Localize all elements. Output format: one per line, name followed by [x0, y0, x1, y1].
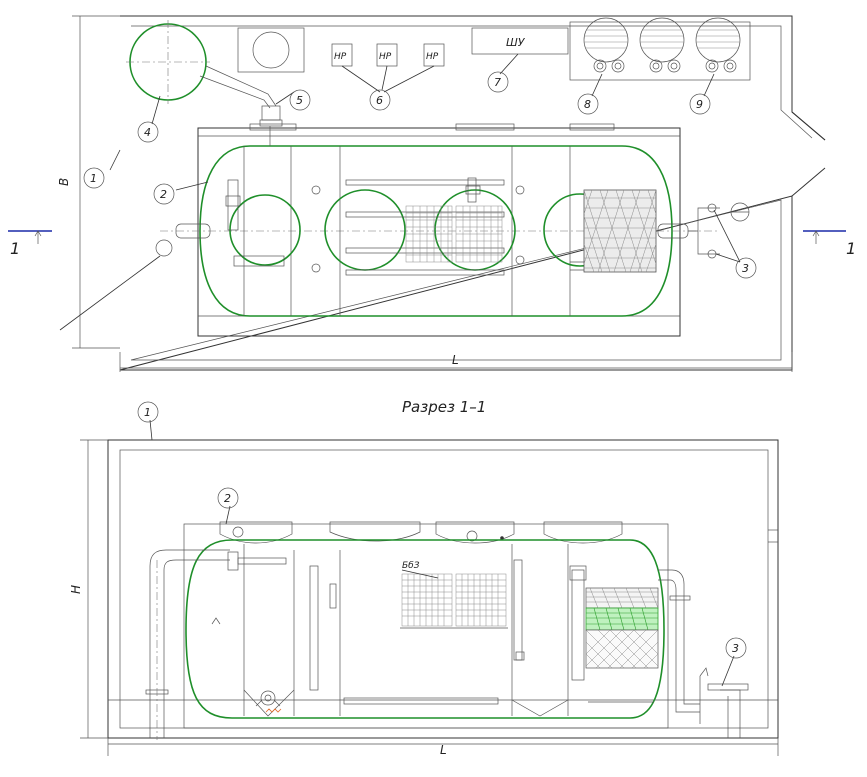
plan-partitions — [243, 146, 571, 316]
section-callouts: 1 2 3 — [137, 401, 747, 687]
svg-text:1: 1 — [144, 406, 151, 419]
plan-module-grid-2 — [455, 205, 503, 263]
plan-callout-1: 1 — [83, 149, 121, 189]
svg-text:7: 7 — [494, 76, 501, 89]
pump-3-label: НР — [426, 52, 439, 62]
plan-blower-unit — [237, 27, 305, 73]
section-marker-right: 1 — [803, 230, 856, 258]
svg-text:4: 4 — [144, 126, 151, 139]
section-marker-left: 1 — [8, 230, 52, 258]
section-dim-height: H — [69, 585, 83, 594]
plan-callout-7: 7 — [487, 53, 519, 93]
svg-text:3: 3 — [732, 642, 739, 655]
plan-manholes — [229, 189, 617, 271]
svg-text:8: 8 — [584, 98, 591, 111]
svg-text:2: 2 — [224, 492, 231, 505]
plan-callout-8: 8 — [577, 73, 603, 115]
section-callout-3: 3 — [721, 637, 747, 687]
section-outlet-pipe — [658, 569, 749, 738]
plan-module-grid-1 — [405, 205, 453, 263]
dosing-tank-3 — [695, 17, 741, 73]
plan-building-walls — [119, 15, 826, 371]
plan-callout-3: 3 — [713, 209, 757, 279]
plan-callout-6: 6 — [341, 65, 435, 111]
section-dim-length: L — [440, 743, 447, 757]
pump-1-label: НР — [334, 52, 347, 62]
svg-text:3: 3 — [742, 262, 749, 275]
plan-dosing-tanks — [569, 17, 751, 81]
module-label: БбЗ — [402, 561, 420, 571]
plan-pump-2: НР — [376, 43, 398, 67]
svg-text:1: 1 — [90, 172, 97, 185]
section-filter-media — [585, 587, 659, 703]
section-partitions — [243, 544, 569, 717]
plan-dimensions: B L — [57, 15, 793, 372]
section-tank-body — [185, 539, 665, 719]
section-callout-1: 1 — [137, 401, 159, 441]
section-internals — [211, 551, 587, 713]
section-tank-frame — [183, 521, 669, 729]
svg-text:5: 5 — [296, 94, 303, 107]
plan-filter-media — [583, 189, 657, 273]
plan-callout-5: 5 — [275, 89, 311, 111]
plan-outlet-pipe — [657, 202, 750, 259]
svg-text:6: 6 — [376, 94, 383, 107]
plan-dim-width: B — [57, 178, 71, 186]
pump-2-label: НР — [379, 52, 392, 62]
plan-callout-2: 2 — [153, 181, 209, 205]
svg-text:9: 9 — [696, 98, 703, 111]
plan-pump-1: НР — [331, 43, 353, 67]
plan-inlet-pipe — [155, 223, 211, 257]
dosing-tank-2 — [639, 17, 685, 73]
plan-callout-9: 9 — [689, 73, 715, 115]
plan-control-cabinet: ШУ — [471, 27, 569, 55]
section-dimensions: H L — [69, 439, 779, 757]
section-view: H L — [69, 401, 779, 757]
plan-callout-4: 4 — [137, 95, 161, 143]
section-mark-left: 1 — [10, 239, 20, 258]
section-module-grid-1 — [400, 573, 454, 629]
section-title: Разрез 1–1 — [402, 398, 486, 416]
plan-dim-length: L — [452, 353, 459, 367]
section-module-grid-2 — [454, 573, 508, 629]
plan-view: B L 1 1 — [8, 15, 856, 372]
plan-tank-body — [199, 145, 673, 317]
cabinet-label: ШУ — [506, 36, 526, 49]
plan-pump-3: НР — [423, 43, 445, 67]
plan-internals — [225, 177, 591, 276]
module-label-group: БбЗ — [401, 561, 439, 579]
svg-text:2: 2 — [160, 188, 167, 201]
plan-storage-tank — [126, 20, 283, 146]
section-mark-right: 1 — [846, 239, 856, 258]
section-callout-2: 2 — [217, 487, 239, 525]
dosing-tank-1 — [583, 17, 629, 73]
plan-callouts: 1 2 3 4 5 — [59, 53, 757, 331]
section-inlet-pipe — [145, 549, 230, 740]
section-building-walls — [107, 439, 779, 739]
